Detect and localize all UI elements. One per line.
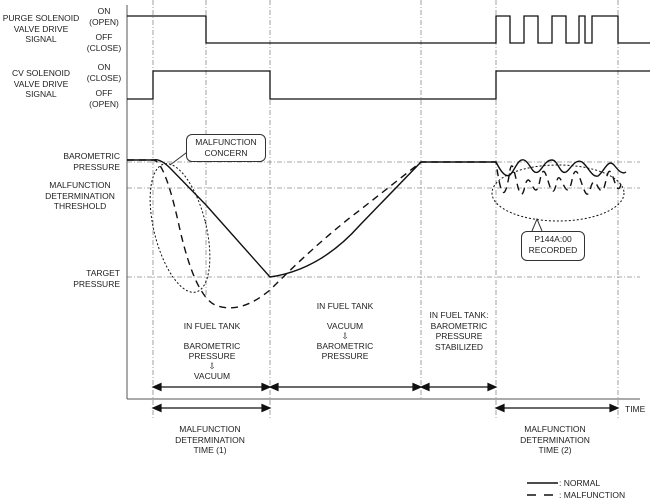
purge-signal-label: PURGE SOLENOID VALVE DRIVE SIGNAL — [2, 13, 80, 44]
cv-signal-waveform — [127, 70, 650, 100]
malfunction-concern-callout: MALFUNCTION CONCERN — [186, 134, 266, 162]
purge-off-label: OFF (CLOSE) — [86, 32, 122, 53]
determination-time-2-label: MALFUNCTION DETERMINATION TIME (2) — [520, 424, 590, 455]
legend-normal-label: : NORMAL — [559, 478, 601, 488]
determination-time-1-label: MALFUNCTION DETERMINATION TIME (1) — [175, 424, 245, 455]
malfunction-concern-ellipse — [149, 163, 211, 293]
pressure-malfunction-curve — [127, 159, 623, 309]
barometric-pressure-label: BAROMETRIC PRESSURE — [63, 151, 120, 172]
purge-signal-waveform — [127, 15, 650, 44]
threshold-label: MALFUNCTION DETERMINATION THRESHOLD — [45, 180, 115, 211]
recorded-ellipse — [491, 164, 625, 222]
cv-signal-label: CV SOLENOID VALVE DRIVE SIGNAL — [11, 68, 71, 99]
pressure-normal-curve — [127, 158, 627, 278]
recorded-callout-pointer — [531, 217, 543, 232]
determination-arrows — [151, 403, 620, 413]
time-axis-label: TIME — [625, 404, 646, 414]
legend-malfunction-label: : MALFUNCTION — [559, 490, 626, 500]
phase-depressurize-text: IN FUEL TANK BAROMETRIC PRESSURE ⇩ VACUU… — [183, 321, 241, 381]
cv-on-label: ON (CLOSE) — [86, 62, 122, 83]
phase-recover-text: IN FUEL TANK VACUUM ⇩ BAROMETRIC PRESSUR… — [316, 301, 374, 361]
phase-stabilized-text: IN FUEL TANK: BAROMETRIC PRESSURE STABIL… — [429, 310, 489, 352]
purge-on-label: ON (OPEN) — [89, 6, 119, 27]
phase-arrows — [151, 382, 498, 392]
cv-off-label: OFF (OPEN) — [89, 88, 119, 109]
p144a-recorded-callout: P144A:00 RECORDED — [521, 231, 585, 261]
target-pressure-label: TARGET PRESSURE — [73, 268, 120, 289]
